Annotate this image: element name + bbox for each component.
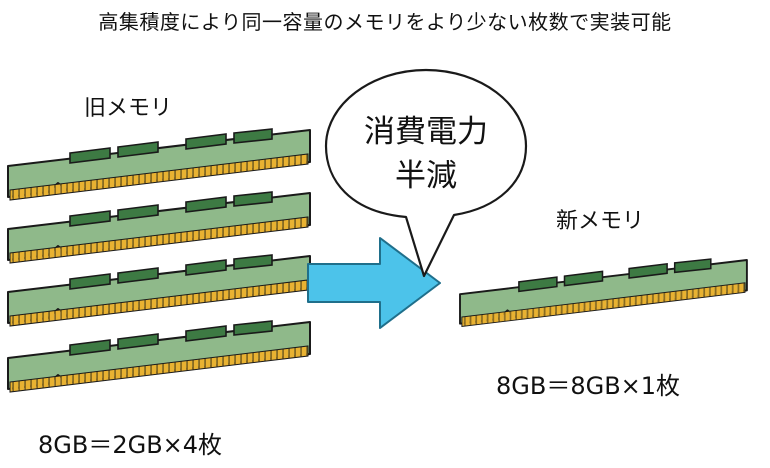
old-memory-module-1	[8, 129, 310, 200]
old-memory-module-2	[8, 192, 310, 263]
new-memory-caption: 8GB＝8GB×1枚	[496, 366, 680, 401]
old-memory-stack	[8, 129, 310, 392]
old-memory-caption: 8GB＝2GB×4枚	[38, 425, 222, 460]
bubble-line-2: 半減	[318, 154, 534, 198]
new-memory-label: 新メモリ	[556, 203, 644, 235]
bubble-line-1: 消費電力	[318, 110, 534, 154]
new-memory-module	[460, 259, 747, 326]
old-memory-module-4	[8, 321, 310, 392]
bubble-text: 消費電力 半減	[318, 110, 534, 198]
old-memory-module-3	[8, 255, 310, 326]
headline: 高集積度により同一容量のメモリをより少ない枚数で実装可能	[0, 6, 770, 35]
old-memory-label: 旧メモリ	[84, 90, 172, 122]
